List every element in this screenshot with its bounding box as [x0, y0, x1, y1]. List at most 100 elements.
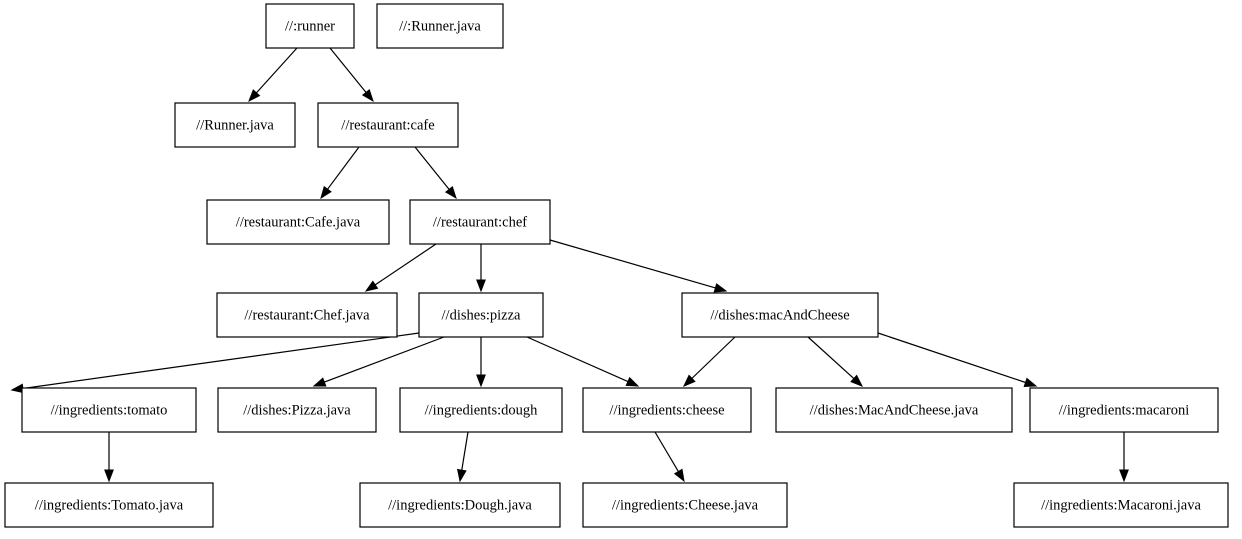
graph-node-restaurant_cafe_java[interactable]: //restaurant:Cafe.java	[206, 199, 390, 245]
node-box[interactable]	[317, 102, 459, 148]
graph-edge-dishes_macandcheese-to-ing_cheese	[682, 336, 736, 387]
arrowhead-icon	[361, 88, 374, 103]
graph-node-dishes_pizza[interactable]: //dishes:pizza	[418, 292, 544, 338]
node-box[interactable]	[174, 102, 296, 148]
arrowhead-icon	[104, 469, 114, 483]
node-layer: //:runner //:Runner.java //Runner.java //re…	[4, 3, 1229, 528]
edge-layer	[10, 47, 1129, 483]
node-label: //restaurant:chef	[433, 214, 527, 230]
node-box[interactable]	[216, 292, 398, 338]
node-label: //ingredients:macaroni	[1059, 402, 1189, 418]
graph-node-ing_dough[interactable]: //ingredients:dough	[399, 387, 563, 433]
node-box[interactable]	[1029, 387, 1219, 433]
graph-edge-ing_cheese-to-ing_cheese_java	[654, 431, 685, 483]
graph-node-restaurant_chef_java[interactable]: //restaurant:Chef.java	[216, 292, 398, 338]
graph-edge-ing_tomato-to-ing_tomato_java	[104, 432, 114, 483]
edge-line	[22, 332, 420, 390]
node-box[interactable]	[681, 292, 879, 338]
arrowhead-icon	[1119, 469, 1129, 483]
node-box[interactable]	[582, 482, 788, 528]
graph-node-restaurant_chef[interactable]: //restaurant:chef	[409, 199, 551, 245]
edge-line	[327, 146, 360, 190]
node-label: //dishes:Pizza.java	[243, 402, 351, 418]
edge-line	[807, 336, 855, 380]
arrowhead-icon	[476, 374, 486, 388]
graph-edge-dishes_pizza-to-dishes_pizza_java	[312, 336, 445, 387]
node-label: //Runner.java	[196, 117, 274, 133]
edge-line	[549, 239, 716, 289]
edge-line	[374, 243, 437, 286]
node-box[interactable]	[775, 387, 1013, 433]
node-box[interactable]	[265, 3, 355, 49]
edge-line	[324, 336, 445, 383]
edge-line	[877, 332, 1026, 384]
node-label: //dishes:MacAndCheese.java	[810, 402, 979, 418]
node-label: //ingredients:cheese	[609, 402, 724, 418]
graph-node-dishes_macandcheese_java[interactable]: //dishes:MacAndCheese.java	[775, 387, 1013, 433]
node-label: //ingredients:Macaroni.java	[1041, 497, 1201, 513]
edge-line	[255, 47, 298, 94]
graph-edge-restaurant_cafe-to-restaurant_chef	[414, 146, 457, 200]
graph-edge-ing_macaroni-to-ing_macaroni_java	[1119, 432, 1129, 483]
node-box[interactable]	[4, 482, 214, 528]
edge-line	[691, 336, 736, 379]
graph-node-ing_cheese_java[interactable]: //ingredients:Cheese.java	[582, 482, 788, 528]
graph-edge-restaurant_chef-to-dishes_pizza	[476, 244, 486, 293]
graph-node-ing_dough_java[interactable]: //ingredients:Dough.java	[359, 482, 561, 528]
node-label: //ingredients:Tomato.java	[35, 497, 184, 513]
graph-edge-dishes_macandcheese-to-dishes_macandcheese_java	[807, 336, 864, 387]
node-box[interactable]	[206, 199, 390, 245]
node-box[interactable]	[418, 292, 544, 338]
arrowhead-icon	[1023, 377, 1038, 388]
arrowhead-icon	[456, 468, 467, 483]
graph-node-dishes_macandcheese[interactable]: //dishes:macAndCheese	[681, 292, 879, 338]
arrowhead-icon	[248, 89, 261, 103]
arrowhead-icon	[850, 374, 864, 387]
node-label: //ingredients:Dough.java	[388, 497, 532, 513]
node-box[interactable]	[359, 482, 561, 528]
arrowhead-icon	[476, 279, 486, 293]
graph-node-runner_java[interactable]: //Runner.java	[174, 102, 296, 148]
arrowhead-icon	[312, 377, 327, 387]
graph-node-ing_cheese[interactable]: //ingredients:cheese	[582, 387, 752, 433]
node-label: //restaurant:Chef.java	[244, 307, 370, 323]
graph-node-ing_macaroni_java[interactable]: //ingredients:Macaroni.java	[1013, 482, 1229, 528]
node-box[interactable]	[409, 199, 551, 245]
arrowhead-icon	[673, 468, 685, 483]
graph-node-restaurant_cafe[interactable]: //restaurant:cafe	[317, 102, 459, 148]
graph-node-root_runner_java[interactable]: //:Runner.java	[376, 3, 504, 49]
node-label: //:runner	[285, 18, 335, 34]
arrowhead-icon	[320, 185, 332, 200]
edge-line	[414, 146, 450, 190]
graph-node-ing_tomato[interactable]: //ingredients:tomato	[21, 387, 197, 433]
node-box[interactable]	[217, 387, 377, 433]
node-box[interactable]	[376, 3, 504, 49]
arrowhead-icon	[444, 185, 457, 200]
node-box[interactable]	[1013, 482, 1229, 528]
edge-line	[329, 47, 367, 93]
node-label: //ingredients:Cheese.java	[612, 497, 759, 513]
graph-edge-dishes_pizza-to-ing_dough	[476, 337, 486, 388]
graph-edge-runner-to-runner_java	[248, 47, 298, 103]
edge-line	[526, 336, 629, 383]
graph-edge-restaurant_chef-to-restaurant_chef_java	[364, 243, 437, 292]
node-box[interactable]	[582, 387, 752, 433]
arrowhead-icon	[364, 280, 379, 292]
graph-edge-dishes_pizza-to-ing_tomato	[10, 332, 420, 394]
graph-node-ing_tomato_java[interactable]: //ingredients:Tomato.java	[4, 482, 214, 528]
graph-node-runner[interactable]: //:runner	[265, 3, 355, 49]
graph-node-dishes_pizza_java[interactable]: //dishes:Pizza.java	[217, 387, 377, 433]
arrowhead-icon	[625, 376, 640, 387]
graph-edge-dishes_pizza-to-ing_cheese	[526, 336, 640, 387]
edge-line	[654, 431, 679, 472]
arrowhead-icon	[682, 374, 696, 387]
graph-edge-restaurant_chef-to-dishes_macandcheese	[549, 239, 728, 293]
node-box[interactable]	[399, 387, 563, 433]
graph-node-ing_macaroni[interactable]: //ingredients:macaroni	[1029, 387, 1219, 433]
graph-edge-ing_dough-to-ing_dough_java	[456, 431, 469, 483]
node-box[interactable]	[21, 387, 197, 433]
graph-edge-dishes_macandcheese-to-ing_macaroni	[877, 332, 1038, 388]
node-label: //ingredients:tomato	[51, 402, 168, 418]
